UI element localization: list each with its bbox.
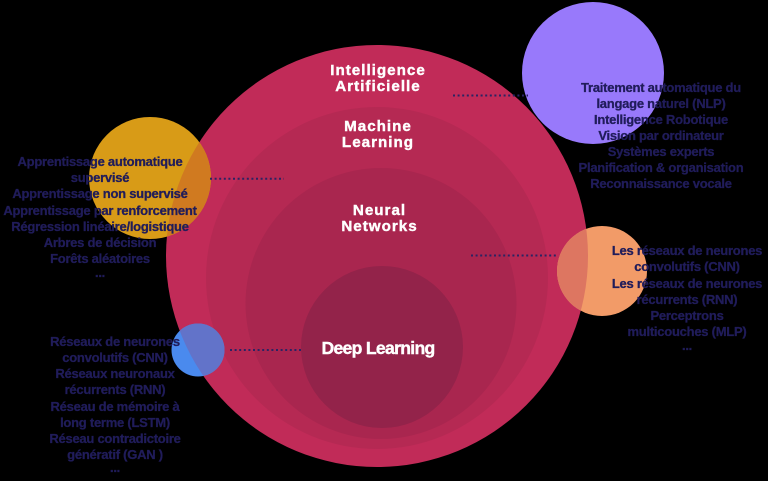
text-block-ml-methods: Apprentissage automatique supervisé Appr… bbox=[3, 153, 197, 280]
label-neural-networks: Neural Networks bbox=[341, 202, 418, 236]
text-block-nn-types: Les réseaux de neurones convolutifs (CNN… bbox=[611, 243, 763, 353]
text-block-ai-applications: Traitement automatique du langage nature… bbox=[578, 80, 744, 192]
label-intelligence-artificielle: Intelligence Artificielle bbox=[330, 62, 426, 96]
label-deep-learning: Deep Learning bbox=[321, 338, 435, 358]
text-block-dl-types: Réseaux de neurones convolutifs (CNN) Ré… bbox=[49, 334, 181, 476]
satellite-circle-purple bbox=[522, 2, 664, 144]
label-machine-learning: Machine Learning bbox=[341, 117, 415, 151]
circle-deep-learning bbox=[301, 266, 463, 428]
